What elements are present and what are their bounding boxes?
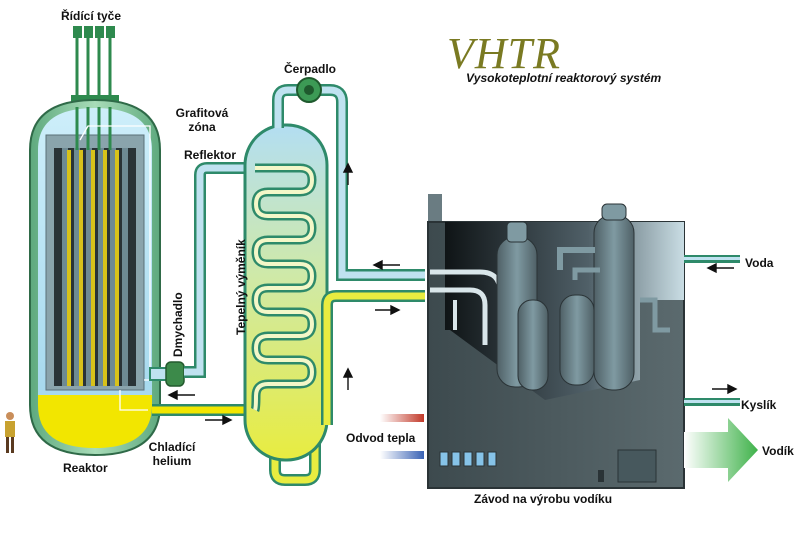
blower-and-pipes	[149, 162, 321, 486]
label-oxygen: Kyslík	[741, 398, 777, 412]
label-coolant-line1: Chladící	[148, 440, 196, 454]
diagram-title: VHTR	[447, 29, 561, 78]
heat-exchanger	[243, 123, 329, 462]
label-heat-exchanger: Tepelný výměník	[234, 239, 248, 335]
hot-pipe	[380, 414, 424, 422]
label-graphite-zone-line2: zóna	[188, 120, 216, 134]
label-hydrogen: Vodík	[762, 444, 794, 458]
pump-loop	[272, 77, 425, 425]
blower-icon	[165, 361, 185, 387]
label-coolant-helium: Chladící helium	[136, 440, 208, 468]
label-heat-removal: Odvod tepla	[346, 431, 416, 445]
hydrogen-plant	[427, 194, 685, 489]
label-reflector: Reflektor	[184, 148, 237, 162]
flow-arrows	[167, 162, 738, 426]
diagram-subtitle: Vysokoteplotní reaktorový systém	[466, 71, 662, 85]
label-coolant-line2: helium	[152, 454, 192, 468]
coolant-helium-pool	[38, 395, 152, 448]
reactor-vessel	[29, 98, 161, 457]
label-blower: Dmychadlo	[171, 292, 185, 357]
label-hydrogen-plant: Závod na výrobu vodíku	[474, 492, 613, 506]
label-control-rods: Řídící tyče	[61, 9, 122, 23]
label-pump: Čerpadlo	[284, 62, 337, 76]
person-icon	[5, 412, 15, 453]
control-rods	[71, 26, 119, 107]
output-pipes	[380, 255, 758, 482]
hydrogen-arrow-icon	[684, 418, 758, 482]
label-reactor: Reaktor	[63, 461, 108, 475]
label-water: Voda	[745, 256, 774, 270]
cold-pipe	[380, 451, 424, 459]
label-graphite-zone-line1: Grafitová	[175, 106, 229, 120]
label-graphite-zone: Grafitová zóna	[172, 106, 232, 134]
